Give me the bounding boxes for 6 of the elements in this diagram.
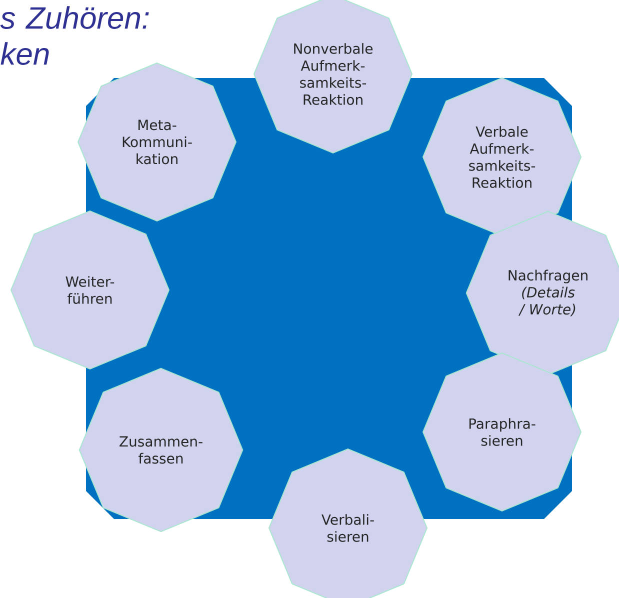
octagon-node: Nachfragen (Details / Worte) [466,210,619,376]
node-label: Nachfragen [508,270,588,284]
node-label: (Details / Worte) [518,286,576,316]
title: s Zuhören: ken [0,6,149,65]
octagon-node: Nonverbale Aufmerk- samkeits- Reaktion [253,0,413,154]
octagon-node: Zusammen- fassen [78,368,244,532]
